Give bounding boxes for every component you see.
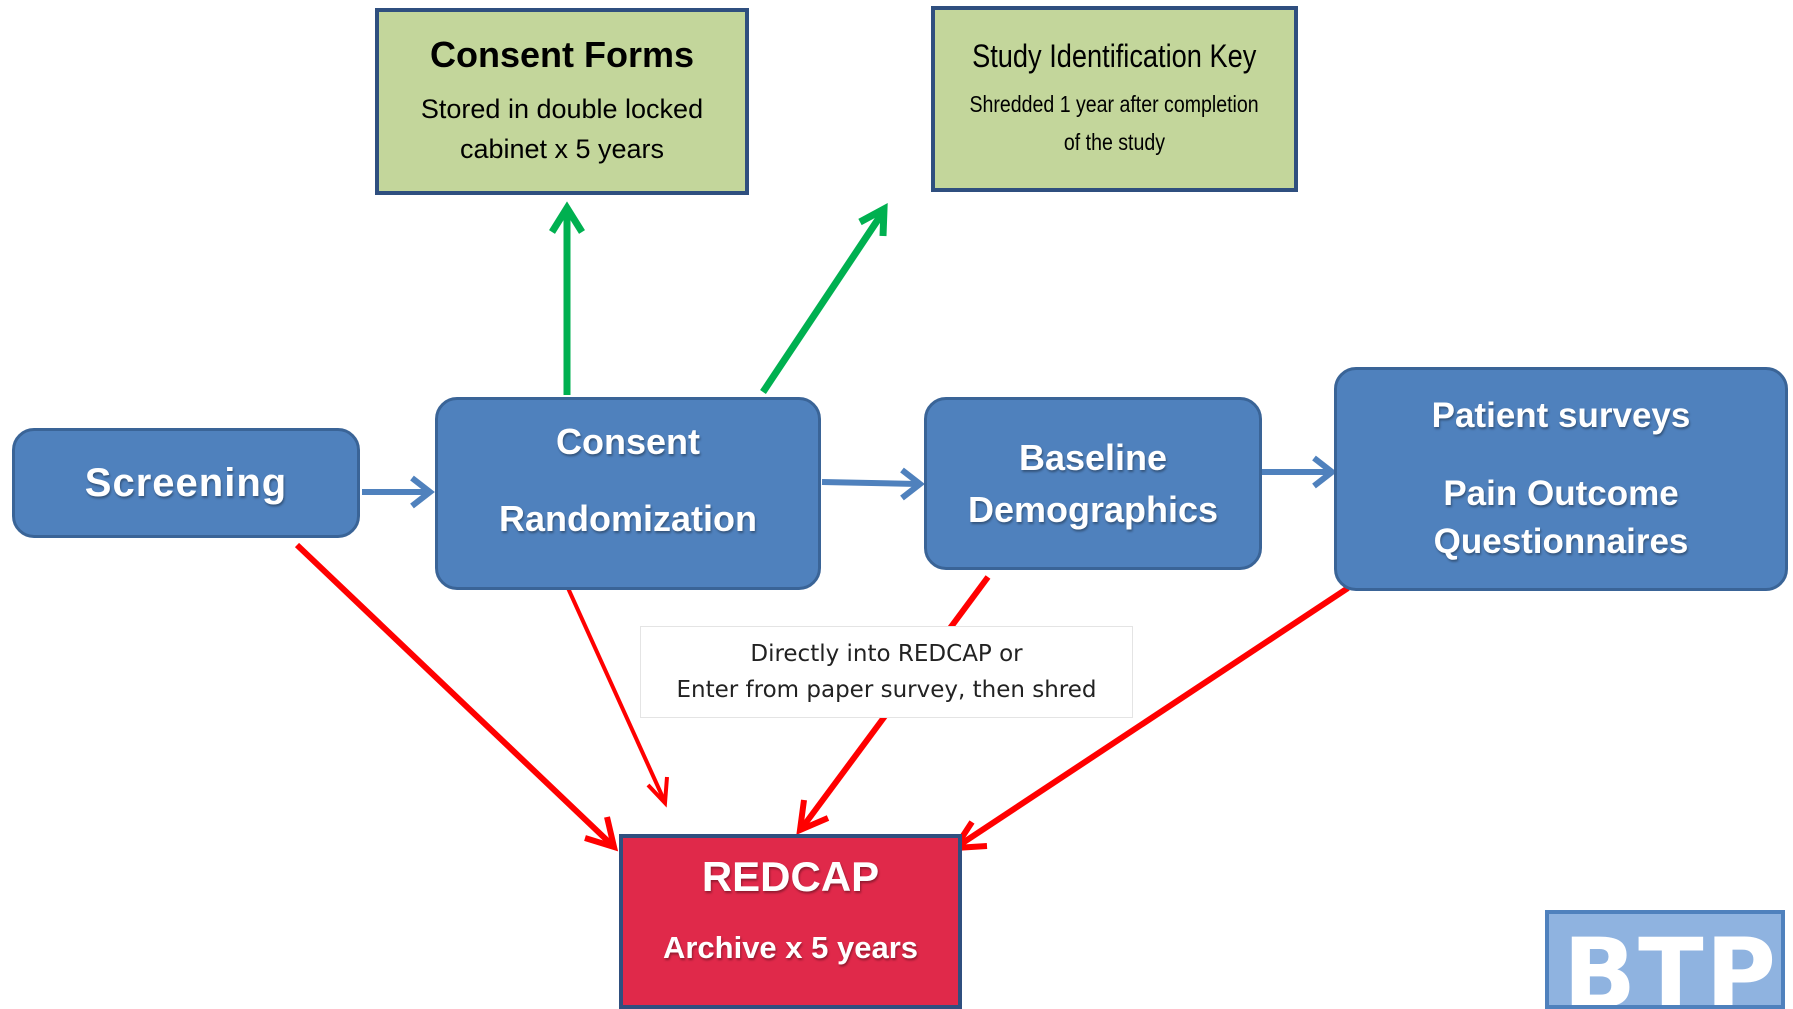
- note-line-2: Enter from paper survey, then shred: [676, 677, 1097, 703]
- redcap-title: REDCAP: [701, 853, 880, 900]
- flow-arrow-consent-to-baseline: [821, 467, 925, 501]
- randomization-label: Randomization: [499, 498, 757, 539]
- pain-outcome-label: Pain Outcome: [1443, 474, 1679, 513]
- btp-logo-text: BTP: [1563, 918, 1779, 1009]
- data-arrow-screening-to-redcap: [294, 542, 619, 852]
- consent-label: Consent: [556, 421, 700, 462]
- btp-logo: BTP: [1545, 910, 1785, 1009]
- redcap-box: REDCAP Archive x 5 years: [619, 834, 962, 1009]
- consent-forms-line-1: Stored in double locked: [420, 93, 704, 124]
- study-key-line-1: Shredded 1 year after completion: [969, 91, 1260, 117]
- screening-box: Screening: [12, 428, 360, 538]
- baseline-label: Baseline: [1018, 436, 1168, 478]
- patient-surveys-label: Patient surveys: [1431, 396, 1691, 435]
- consent-forms-line-2: cabinet x 5 years: [459, 133, 665, 164]
- study-key-box: Study Identification Key Shredded 1 year…: [931, 6, 1298, 192]
- screening-label: Screening: [84, 460, 288, 505]
- data-arrow-consent-to-redcap: [556, 565, 669, 808]
- demographics-label: Demographics: [967, 488, 1219, 530]
- consent-randomization-box: Consent Randomization: [435, 397, 821, 590]
- store-arrow-to-study-key: [760, 203, 888, 394]
- questionnaires-label: Questionnaires: [1433, 522, 1689, 561]
- note-line-1: Directly into REDCAP or: [750, 641, 1023, 667]
- consent-forms-title: Consent Forms: [429, 33, 695, 75]
- baseline-demographics-box: Baseline Demographics: [924, 397, 1262, 570]
- study-key-line-2: of the study: [1063, 129, 1166, 155]
- consent-forms-box: Consent Forms Stored in double locked ca…: [375, 8, 749, 195]
- store-arrow-to-consent-forms: [549, 201, 585, 395]
- patient-surveys-box: Patient surveys Pain Outcome Questionnai…: [1334, 367, 1788, 591]
- redcap-subtitle: Archive x 5 years: [662, 930, 919, 965]
- flow-arrow-screening-to-consent: [362, 475, 435, 509]
- data-entry-note: Directly into REDCAP or Enter from paper…: [640, 626, 1133, 718]
- study-key-title: Study Identification Key: [972, 38, 1257, 74]
